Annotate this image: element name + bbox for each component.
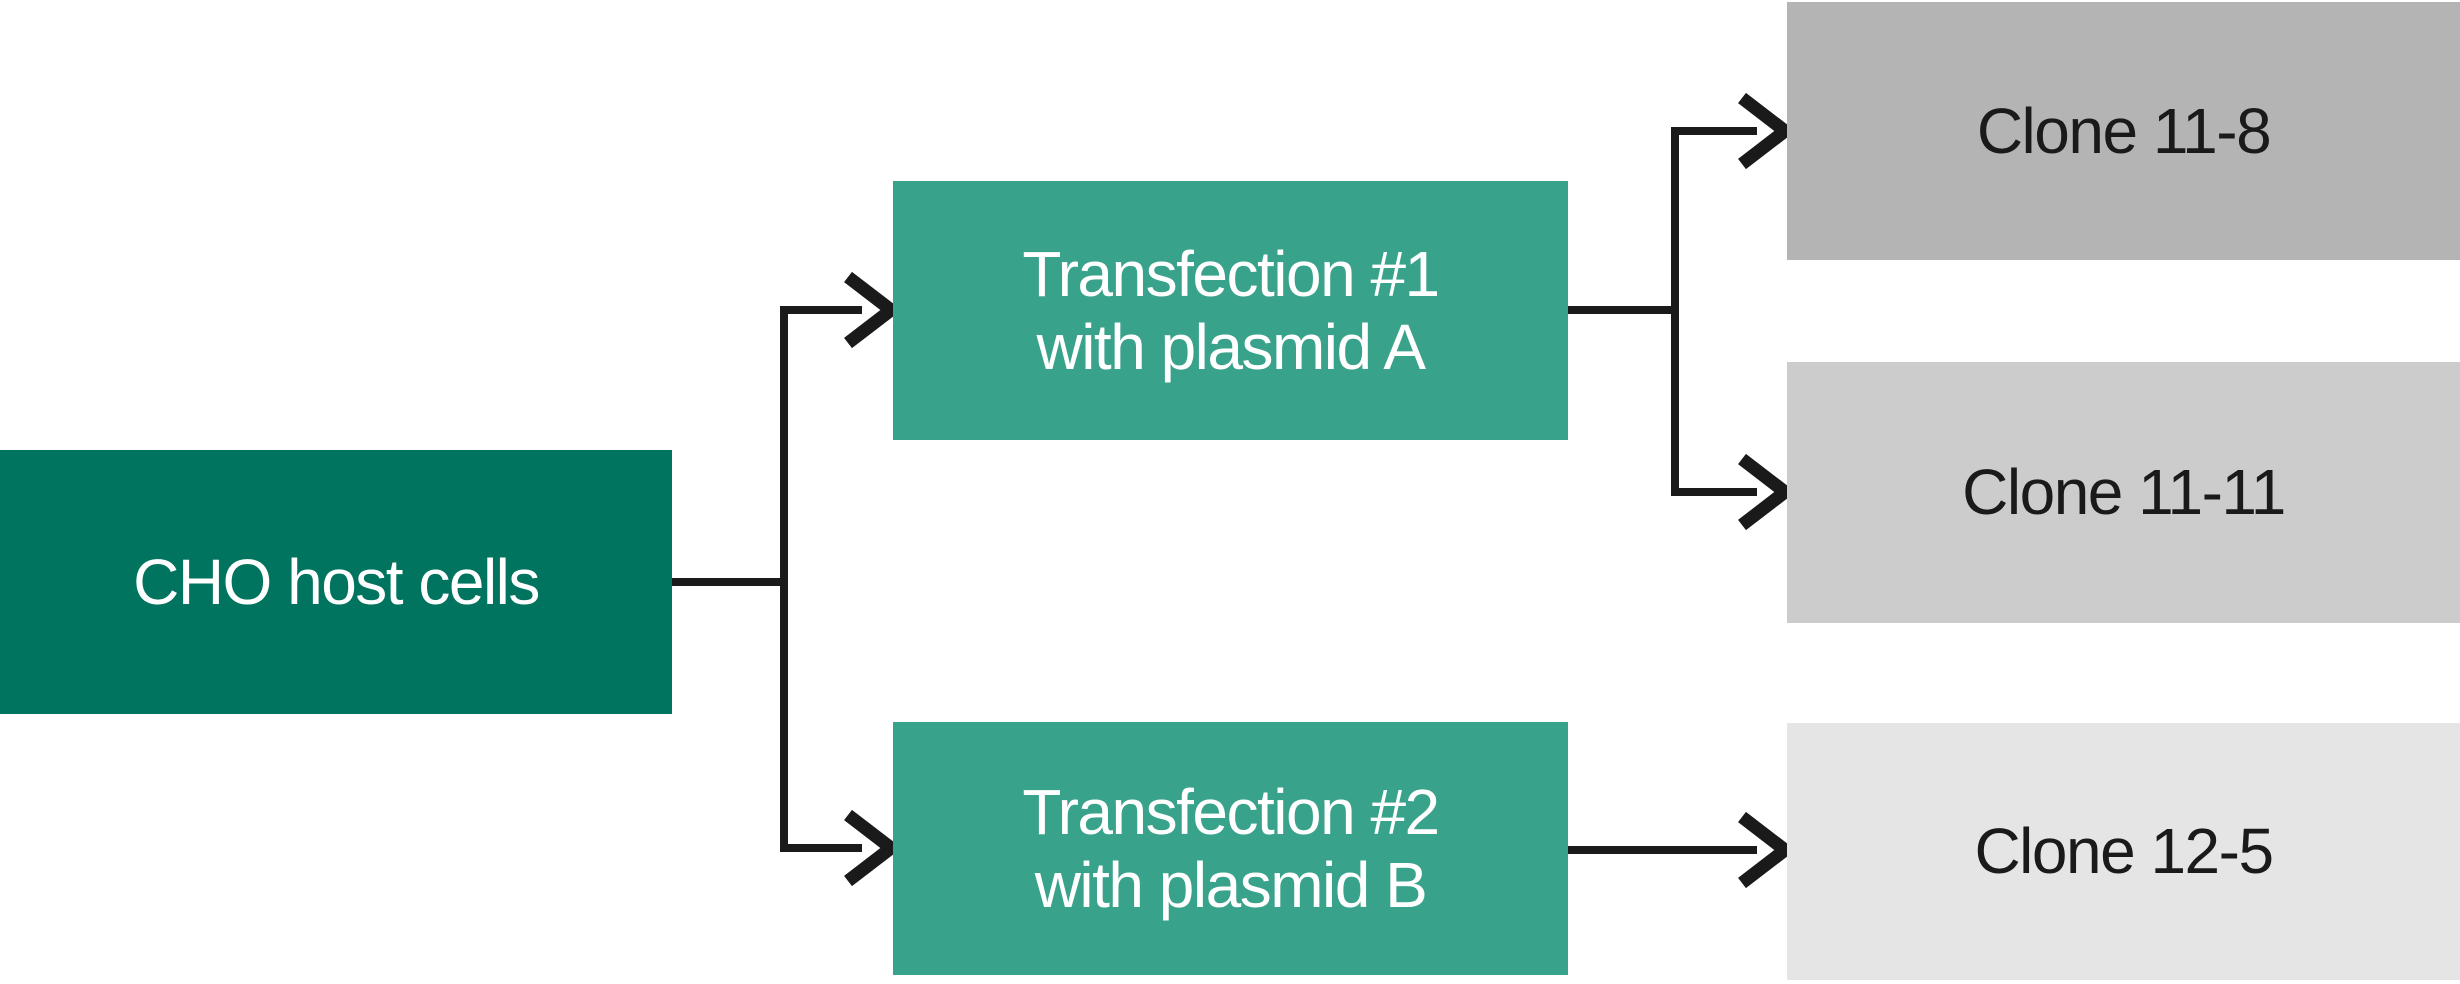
node-transfection-2: Transfection #2 with plasmid B — [893, 722, 1568, 975]
node-clone-11-8: Clone 11-8 — [1787, 2, 2460, 260]
arrow-head-clone-11-11-icon — [1738, 453, 1796, 531]
node-transfection-1: Transfection #1 with plasmid A — [893, 181, 1568, 440]
node-cho-host-cells-label: CHO host cells — [133, 545, 540, 618]
node-clone-12-5-label: Clone 12-5 — [1974, 815, 2274, 888]
arrow-head-transfection2-icon — [844, 809, 902, 887]
node-cho-host-cells: CHO host cells — [0, 450, 672, 714]
node-transfection-1-label: Transfection #1 with plasmid A — [1022, 237, 1440, 384]
transfection-1-line2: with plasmid A — [1036, 310, 1426, 383]
node-clone-12-5: Clone 12-5 — [1787, 723, 2460, 980]
transfection-1-line1: Transfection #1 — [1022, 237, 1440, 310]
arrow-head-clone-11-8-icon — [1738, 92, 1796, 170]
node-clone-11-8-label: Clone 11-8 — [1976, 94, 2272, 167]
arrow-head-transfection1-icon — [844, 271, 902, 349]
connector-root-to-transfections — [672, 271, 902, 887]
node-transfection-2-label: Transfection #2 with plasmid B — [1022, 775, 1440, 922]
connector-transfection1-to-clones — [1568, 92, 1796, 531]
arrow-head-clone-12-5-icon — [1738, 811, 1796, 889]
transfection-2-line1: Transfection #2 — [1022, 775, 1440, 848]
connector-transfection2-to-clone — [1568, 811, 1796, 889]
transfection-2-line2: with plasmid B — [1034, 848, 1428, 921]
node-clone-11-11: Clone 11-11 — [1787, 362, 2460, 623]
node-clone-11-11-label: Clone 11-11 — [1962, 456, 2286, 529]
